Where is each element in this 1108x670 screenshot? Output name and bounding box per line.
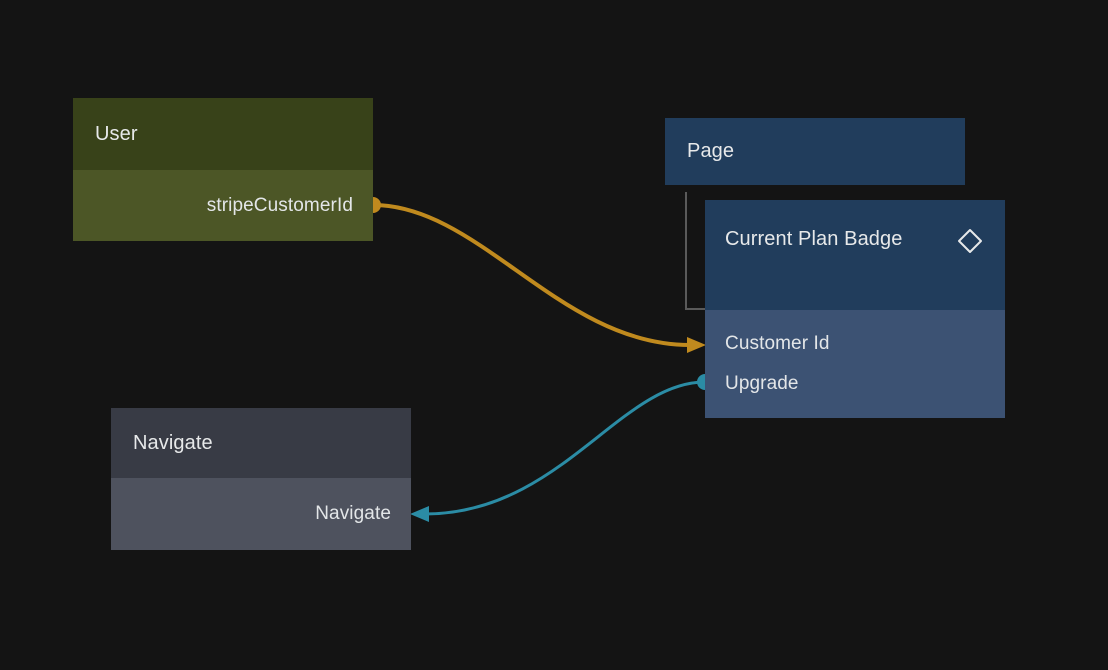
- node-current-plan-badge-body: Customer Id Upgrade: [705, 310, 1005, 418]
- tree-connector-line: [685, 192, 707, 310]
- field-label-customer-id: Customer Id: [725, 333, 830, 355]
- node-user-body: stripeCustomerId: [73, 170, 373, 241]
- field-label-navigate: Navigate: [315, 503, 391, 525]
- field-row[interactable]: Upgrade: [705, 364, 1005, 404]
- node-user-title: User: [95, 122, 138, 145]
- node-page-header[interactable]: Page: [665, 118, 965, 185]
- node-current-plan-badge[interactable]: Current Plan Badge Customer Id Upgrade: [705, 200, 1005, 418]
- node-navigate[interactable]: Navigate Navigate: [111, 408, 411, 550]
- edge-path-orange: [371, 203, 692, 347]
- diamond-icon: [958, 229, 982, 253]
- node-user-header[interactable]: User: [73, 98, 373, 170]
- field-label-stripe-customer-id: stripeCustomerId: [206, 194, 353, 216]
- node-current-plan-badge-header[interactable]: Current Plan Badge: [705, 200, 1005, 310]
- node-page-title: Page: [687, 140, 735, 162]
- edge-path-teal: [423, 380, 707, 516]
- field-row[interactable]: Customer Id: [705, 324, 1005, 364]
- edge-stripe-to-customerid: [365, 197, 706, 353]
- field-label-upgrade: Upgrade: [725, 373, 799, 395]
- field-row[interactable]: stripeCustomerId: [73, 193, 373, 219]
- edge-arrowhead-teal: [410, 506, 429, 522]
- edge-arrowhead-orange: [687, 337, 706, 353]
- node-user[interactable]: User stripeCustomerId: [73, 98, 373, 241]
- node-navigate-body: Navigate: [111, 478, 411, 550]
- node-page[interactable]: Page: [665, 118, 965, 185]
- node-current-plan-badge-title: Current Plan Badge: [725, 228, 903, 250]
- field-row[interactable]: Navigate: [111, 501, 411, 527]
- node-navigate-header[interactable]: Navigate: [111, 408, 411, 478]
- edge-upgrade-to-navigate: [410, 374, 713, 522]
- node-navigate-title: Navigate: [133, 431, 213, 454]
